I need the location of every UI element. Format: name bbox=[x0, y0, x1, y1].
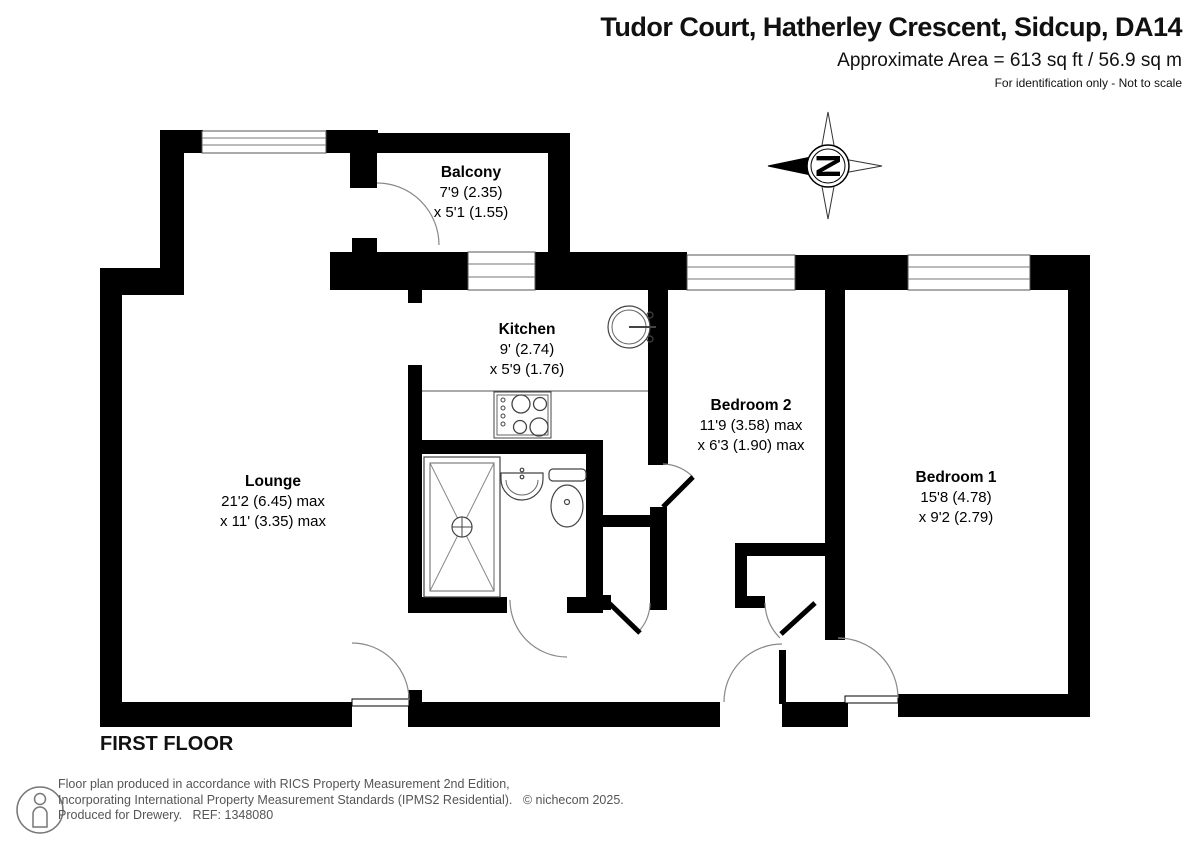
compass-icon: N bbox=[767, 111, 883, 220]
room-dim: x 5'1 (1.55) bbox=[433, 204, 509, 221]
walls bbox=[100, 130, 1090, 727]
bedroom1-door-threshold bbox=[844, 695, 899, 704]
page-title: Tudor Court, Hatherley Crescent, Sidcup,… bbox=[600, 12, 1182, 42]
room-dim: x 9'2 (2.79) bbox=[918, 509, 994, 526]
bedroom2-door-arc bbox=[662, 463, 694, 478]
entrance-door-arc bbox=[723, 643, 783, 703]
floor-label: FIRST FLOOR bbox=[100, 733, 234, 755]
lounge-door-arc bbox=[351, 642, 410, 701]
lounge-window bbox=[201, 130, 327, 154]
kitchen-fixtures bbox=[422, 305, 656, 439]
compass-letter: N bbox=[810, 154, 848, 179]
room-name: Balcony bbox=[440, 164, 502, 181]
inner-hall-door-arc bbox=[637, 602, 651, 633]
closet-door-leaf bbox=[779, 601, 817, 636]
bedroom2-door-leaf bbox=[661, 475, 695, 509]
bedroom1-door-arc bbox=[837, 637, 899, 699]
doors bbox=[351, 182, 899, 707]
room-dim: x 11' (3.35) max bbox=[220, 513, 326, 530]
closet-door-arc bbox=[764, 602, 781, 639]
room-label-lounge: Lounge 21'2 (6.45) max x 11' (3.35) max bbox=[220, 472, 326, 532]
producer-icon bbox=[16, 786, 64, 834]
footer-line-1: Floor plan produced in accordance with R… bbox=[58, 777, 510, 791]
bathroom-fixtures bbox=[423, 456, 587, 598]
footer-line-2: Incorporating International Property Mea… bbox=[58, 792, 624, 807]
room-dim: 11'9 (3.58) max bbox=[699, 417, 803, 434]
basin bbox=[500, 467, 544, 501]
room-label-balcony: Balcony 7'9 (2.35) x 5'1 (1.55) bbox=[434, 163, 509, 223]
room-dim: x 6'3 (1.90) max bbox=[697, 437, 805, 454]
balcony-door-arc bbox=[376, 182, 440, 246]
room-name: Bedroom 2 bbox=[710, 397, 792, 414]
title-block: Tudor Court, Hatherley Crescent, Sidcup,… bbox=[600, 12, 1182, 90]
room-label-bedroom1: Bedroom 1 15'8 (4.78) x 9'2 (2.79) bbox=[916, 468, 997, 528]
room-name: Bedroom 1 bbox=[915, 469, 997, 486]
footer: Floor plan produced in accordance with R… bbox=[58, 777, 624, 824]
bedroom1-window bbox=[907, 254, 1031, 291]
inner-hall-door-leaf bbox=[607, 601, 642, 635]
room-dim: 21'2 (6.45) max bbox=[221, 493, 325, 510]
room-dim: 7'9 (2.35) bbox=[439, 184, 503, 201]
room-name: Kitchen bbox=[498, 321, 556, 338]
room-label-kitchen: Kitchen 9' (2.74) x 5'9 (1.76) bbox=[490, 320, 565, 380]
bathroom-door-arc bbox=[509, 599, 568, 658]
bedroom2-window bbox=[686, 254, 796, 291]
approximate-area: Approximate Area = 613 sq ft / 56.9 sq m bbox=[837, 50, 1182, 71]
room-label-bedroom2: Bedroom 2 11'9 (3.58) max x 6'3 (1.90) m… bbox=[697, 396, 804, 456]
footer-line-3: Produced for Drewery. REF: 1348080 bbox=[58, 808, 274, 822]
toilet bbox=[548, 468, 587, 528]
kitchen-sink bbox=[607, 305, 656, 349]
room-dim: 15'8 (4.78) bbox=[920, 489, 992, 506]
shower-tray bbox=[423, 456, 501, 598]
room-dim: 9' (2.74) bbox=[499, 341, 555, 358]
room-dim: x 5'9 (1.76) bbox=[489, 361, 565, 378]
disclaimer: For identification only - Not to scale bbox=[994, 76, 1182, 90]
windows bbox=[201, 130, 1031, 291]
room-name: Lounge bbox=[245, 473, 301, 490]
hob bbox=[493, 391, 552, 439]
lounge-door-threshold bbox=[351, 698, 410, 707]
balcony-window bbox=[467, 251, 536, 291]
